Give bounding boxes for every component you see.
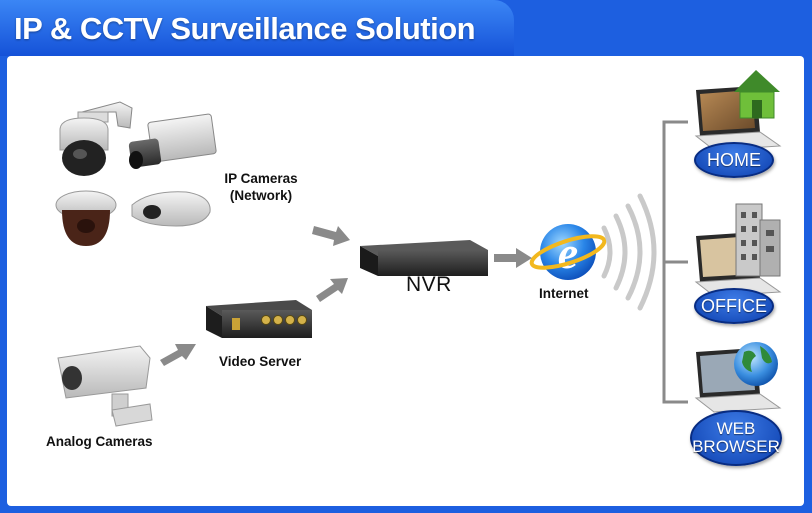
office-label: OFFICE [701, 295, 767, 316]
arrow-analog-to-server [160, 344, 196, 366]
web-browser-label: WEB BROWSER [692, 419, 780, 456]
arrow-ip-to-nvr [312, 226, 350, 246]
home-badge: HOME [694, 142, 774, 178]
diagram-panel [7, 56, 804, 506]
arrow-nvr-to-internet [494, 248, 532, 268]
title-tab: IP & CCTV Surveillance Solution [0, 0, 514, 56]
building-icon [735, 203, 781, 277]
arrows [160, 226, 532, 366]
destination-bracket [662, 120, 688, 404]
svg-text:e: e [558, 227, 578, 278]
video-server-icon [206, 300, 312, 338]
page-title: IP & CCTV Surveillance Solution [14, 11, 476, 46]
dome-camera-icon [55, 190, 117, 246]
arrow-server-to-nvr [316, 278, 348, 302]
internet-icon: e [529, 224, 607, 280]
box-camera-icon [128, 113, 217, 169]
analog-camera-icon [57, 345, 153, 427]
video-server-label: Video Server [219, 354, 302, 369]
internet-label: Internet [539, 286, 589, 301]
web-browser-badge: WEB BROWSER [690, 410, 782, 466]
globe-icon [734, 342, 778, 386]
analog-cameras-label: Analog Cameras [46, 434, 153, 449]
bullet-camera-icon [131, 191, 211, 227]
nvr-label: NVR [406, 273, 452, 296]
house-icon [734, 70, 780, 119]
ptz-camera-icon [59, 101, 133, 176]
nvr-device-icon [360, 240, 488, 276]
office-badge: OFFICE [694, 288, 774, 324]
ip-cameras-label: IP Cameras (Network) [224, 171, 298, 203]
home-label: HOME [707, 149, 761, 170]
wireless-signal-icon [601, 193, 657, 311]
